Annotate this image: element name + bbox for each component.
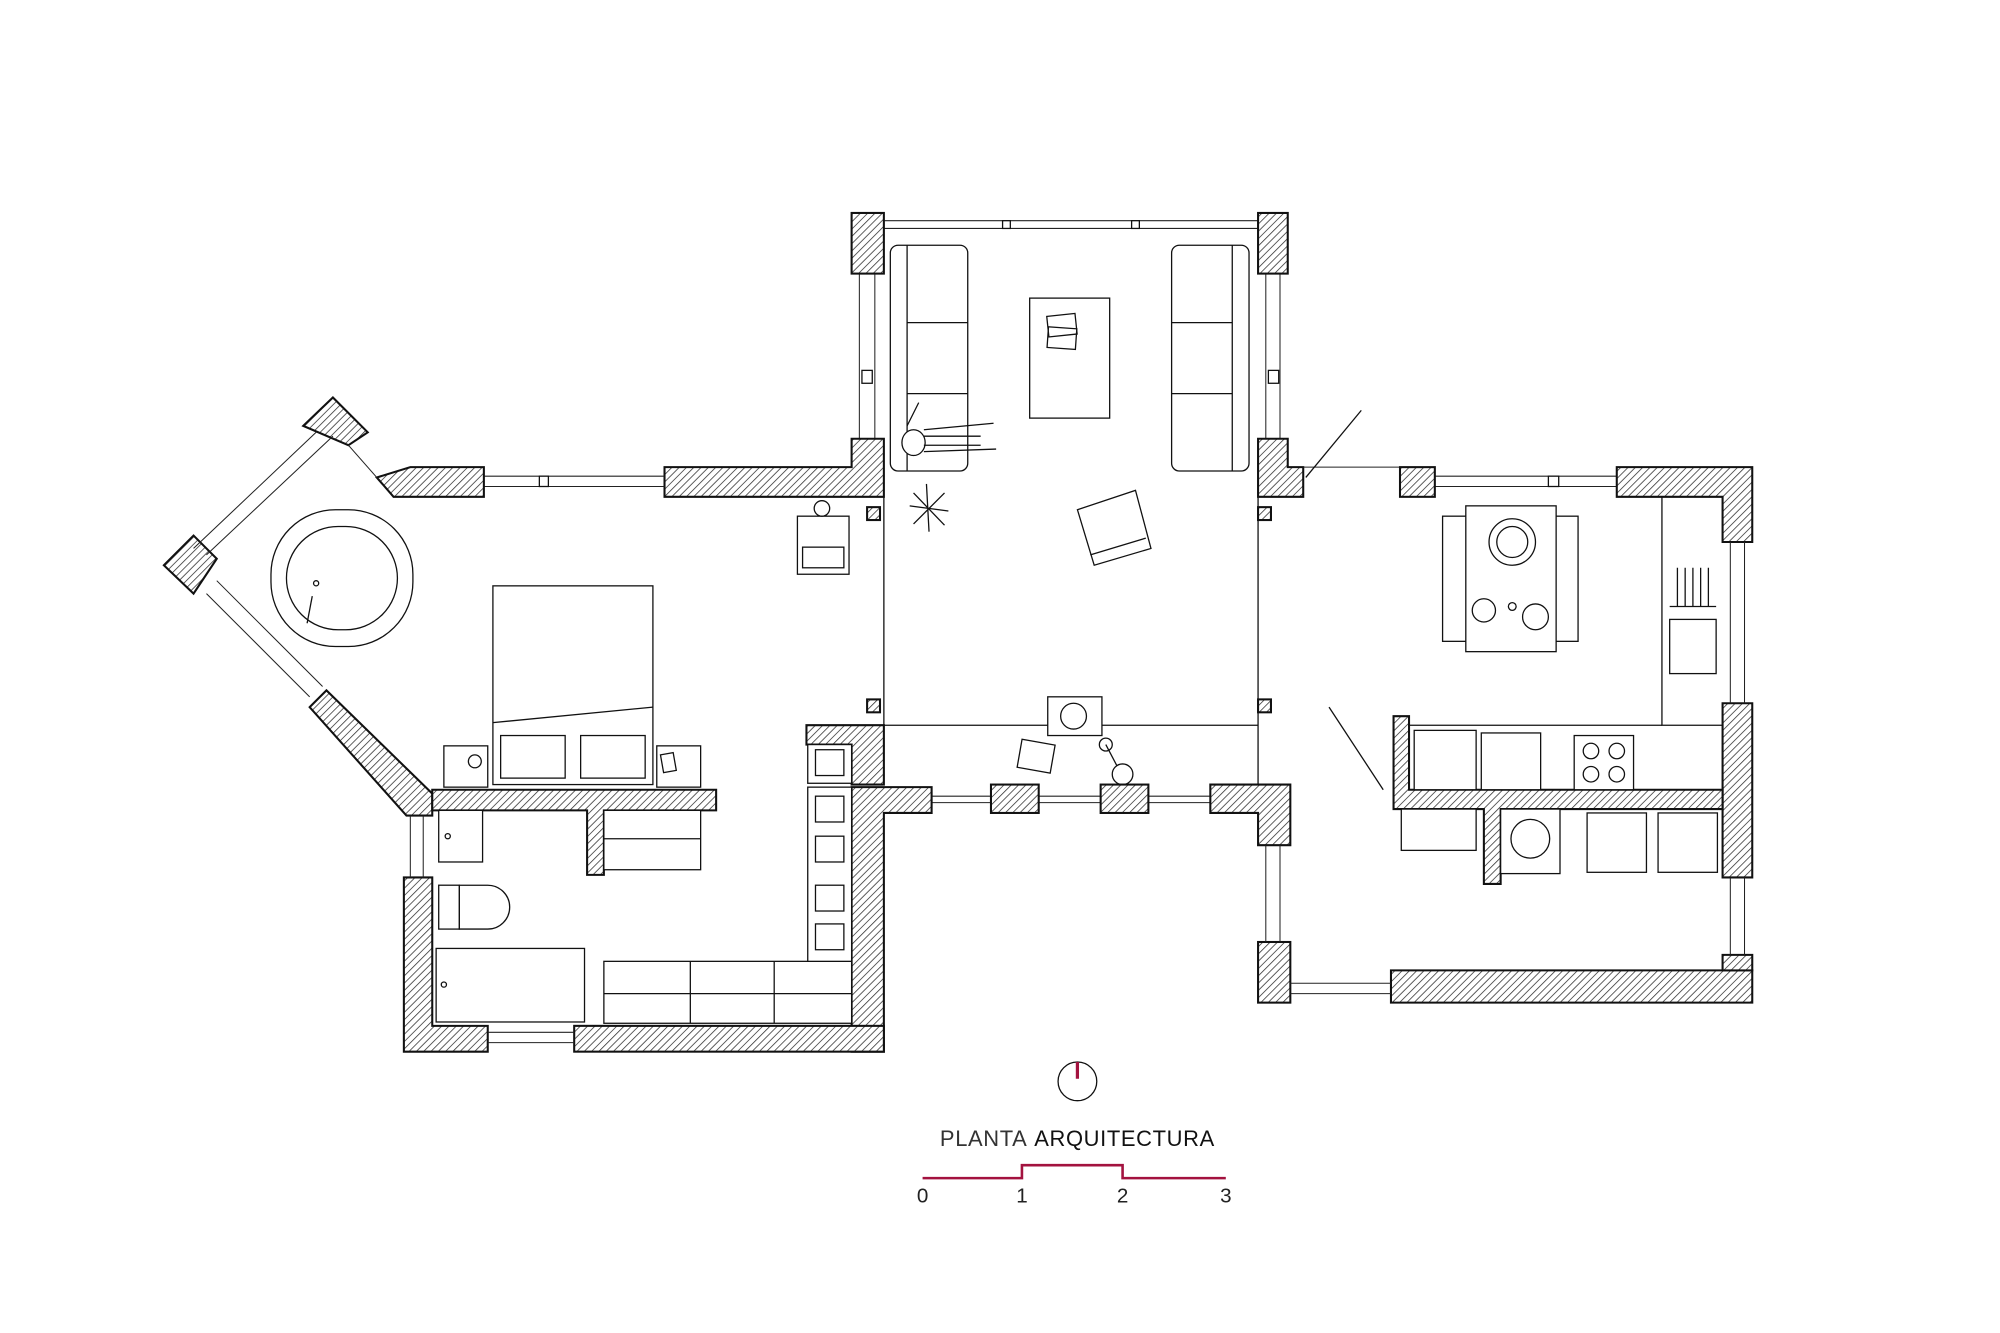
kitchen-door [1305,409,1362,478]
wall [1257,940,1292,1004]
floor-lamp [1098,737,1113,752]
wall [1398,466,1436,498]
wall [573,1024,885,1053]
column [1257,698,1272,714]
wall [162,534,219,596]
side-table [796,500,850,575]
bath-window-angled [193,431,378,698]
drawing-title: PLANTA ARQUITECTURA [940,1126,1215,1151]
nightstand [443,745,489,788]
wall [431,788,718,876]
sofa-left [889,244,969,472]
bed [443,585,702,788]
kitchen-windows [1265,541,1746,995]
laptop [1016,738,1056,774]
toilet [458,884,511,930]
wall [1257,211,1289,275]
nightstand [656,745,702,788]
wall [1721,953,1754,972]
wall [374,466,485,498]
column [866,506,882,522]
kitchen-appliances [1400,729,1719,875]
scale-label: 1 [1016,1185,1027,1208]
wall [402,876,489,1053]
coffee-table [1029,297,1111,419]
wall [308,688,434,817]
wall [663,437,885,498]
scale-label: 3 [1220,1185,1231,1208]
scale-bar: 0 1 2 3 [917,1163,1232,1208]
sink [438,809,484,863]
shower [435,947,586,1023]
closet [603,743,853,1024]
wall [1257,437,1305,498]
plant [909,483,949,532]
scale-label: 0 [917,1185,928,1208]
toilet-tank [438,884,460,930]
bedroom-top-window [483,475,665,488]
living-top-window [883,220,1259,230]
kitchen-top-window [1303,466,1617,488]
center-bottom-wall [850,783,1292,1053]
column [866,698,882,714]
living-right-window [1265,273,1281,439]
living-room [663,211,1305,785]
title-part-1: PLANTA [940,1126,1028,1151]
wall [1721,702,1754,879]
bathtub [270,509,414,648]
living-left-window [858,273,876,439]
wall [850,211,885,275]
kitchen [1257,409,1754,1004]
wall [805,724,885,786]
wall [1615,466,1754,544]
dining-table [1441,505,1579,653]
wall [301,396,370,447]
bath-window [409,815,575,1044]
north-arrow-icon [1057,1061,1098,1102]
kitchen-door-2 [1328,706,1384,791]
sofa-right [1170,244,1250,472]
desk-area [1016,696,1134,786]
bathroom-fixtures [435,809,586,1023]
bedroom [162,396,885,1053]
person-on-sofa [901,402,997,457]
wall [1389,969,1754,1004]
scale-label: 2 [1117,1185,1128,1208]
armchair [1076,489,1152,567]
kitchen-sink [1669,567,1717,675]
cooktop [1573,734,1635,791]
title-part-2: ARQUITECTURA [1034,1126,1215,1151]
column [1257,506,1272,522]
